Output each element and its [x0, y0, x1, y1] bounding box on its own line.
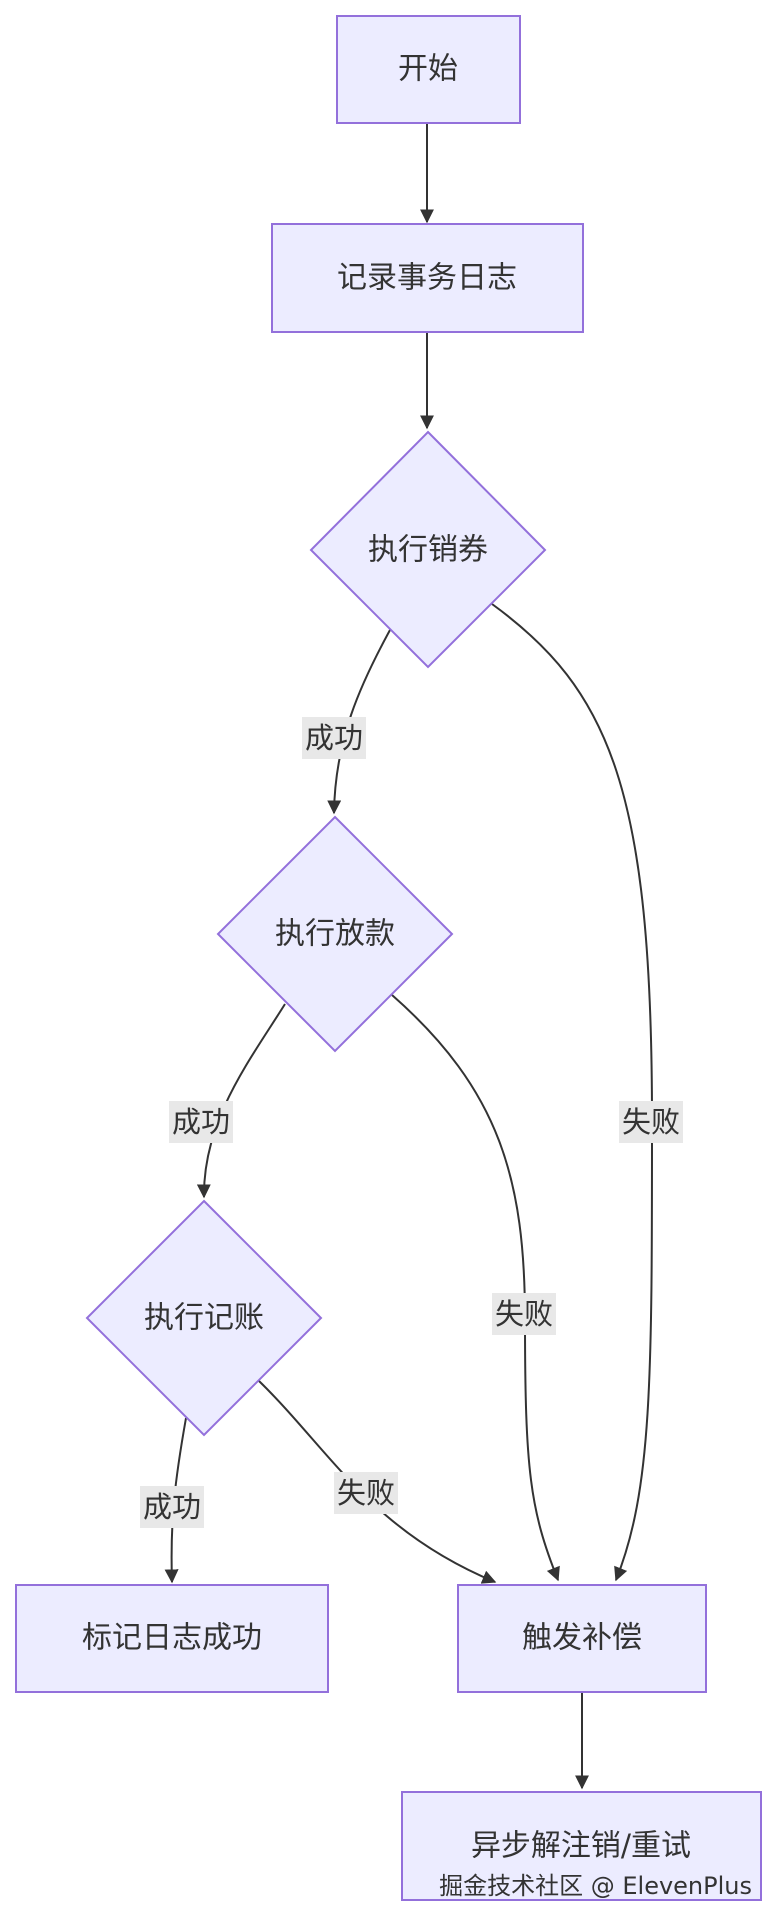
- edge-label-redeem-fail: 失败: [619, 1101, 683, 1143]
- svg-text:触发补偿: 触发补偿: [522, 1621, 642, 1656]
- node-account-decision: 执行记账: [85, 1199, 323, 1437]
- edge-loan-to-account: [196, 1003, 286, 1199]
- edge-redeem-to-loan: [327, 629, 391, 815]
- edge-label-account-success: 成功: [140, 1486, 204, 1528]
- edge-labels: 成功 失败 成功 失败 成功 失败: [140, 717, 683, 1528]
- svg-text:失败: 失败: [622, 1105, 680, 1139]
- svg-text:失败: 失败: [495, 1297, 553, 1331]
- svg-text:成功: 成功: [305, 721, 363, 755]
- svg-text:成功: 成功: [143, 1490, 201, 1524]
- edge-label-loan-success: 成功: [169, 1101, 233, 1143]
- svg-text:异步解注销/重试: 异步解注销/重试: [471, 1829, 691, 1864]
- edge-label-account-fail: 失败: [334, 1472, 398, 1514]
- nodes: 开始 记录事务日志 执行销券 执行放款 执行记账 标记日志成功 触发补偿 异步: [15, 15, 762, 1901]
- svg-text:记录事务日志: 记录事务日志: [337, 261, 517, 296]
- svg-text:失败: 失败: [337, 1476, 395, 1510]
- node-start: 开始: [336, 15, 521, 124]
- edge-redeem-to-compensate: [491, 603, 654, 1582]
- svg-text:成功: 成功: [172, 1105, 230, 1139]
- node-log: 记录事务日志: [271, 223, 584, 333]
- svg-text:执行记账: 执行记账: [144, 1301, 264, 1336]
- svg-text:执行放款: 执行放款: [275, 917, 395, 952]
- node-mark-success: 标记日志成功: [15, 1584, 329, 1693]
- edge-label-loan-fail: 失败: [492, 1293, 556, 1335]
- edge-loan-to-compensate: [391, 994, 560, 1582]
- svg-text:开始: 开始: [398, 52, 458, 87]
- node-loan-decision: 执行放款: [216, 815, 454, 1053]
- node-redeem-decision: 执行销券: [309, 430, 547, 669]
- svg-text:标记日志成功: 标记日志成功: [82, 1621, 262, 1656]
- svg-text:执行销券: 执行销券: [368, 533, 488, 568]
- edge-label-redeem-success: 成功: [302, 717, 366, 759]
- watermark: 掘金技术社区 @ ElevenPlus: [439, 1872, 752, 1900]
- node-compensate: 触发补偿: [457, 1584, 707, 1693]
- node-async-retry: 异步解注销/重试: [401, 1791, 762, 1901]
